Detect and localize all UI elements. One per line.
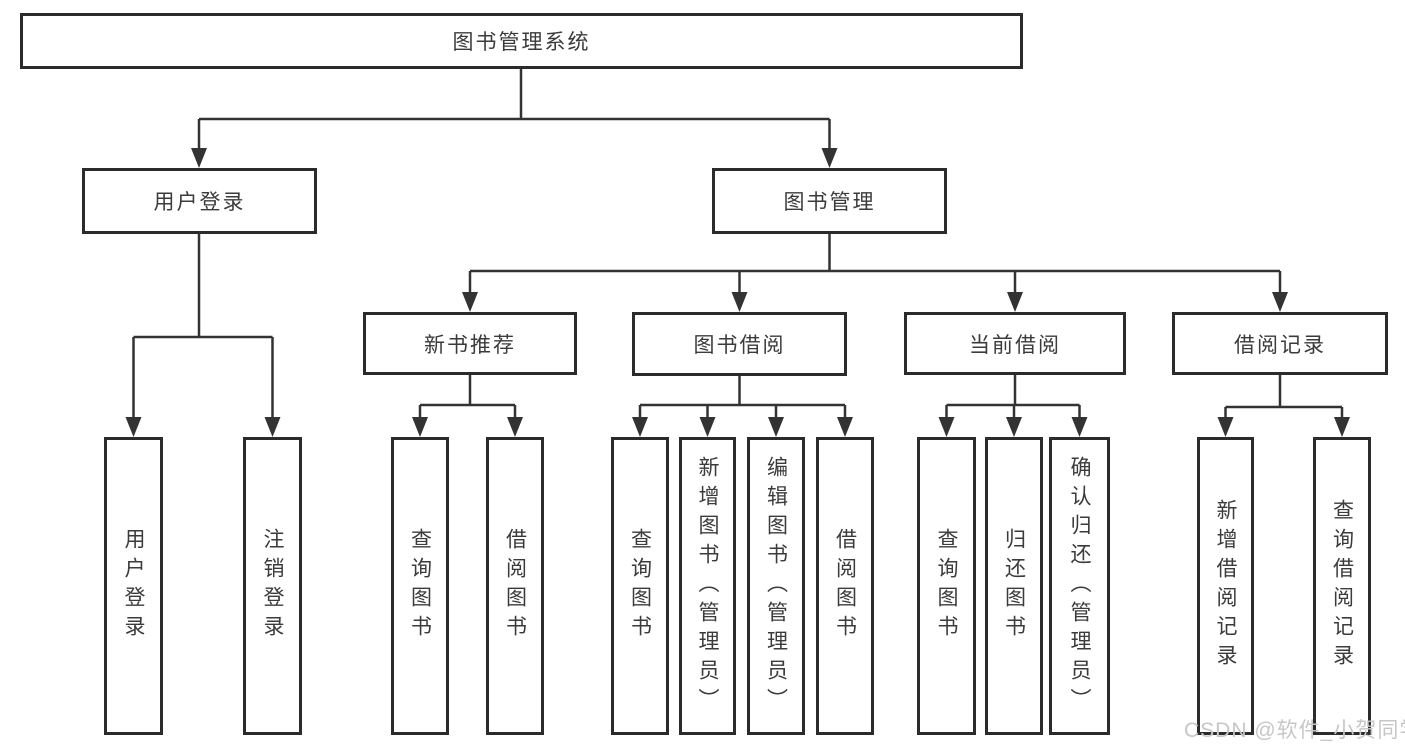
node-leaf-return-book: 归还图书 xyxy=(985,437,1043,735)
arrowheads xyxy=(125,148,1350,437)
node-leaf-borrow-books-1: 借阅图书 xyxy=(486,437,544,735)
node-user-login: 用户登录 xyxy=(82,168,317,234)
node-leaf-add-borrow-record: 新增借阅记录 xyxy=(1197,437,1254,735)
node-new-book-recommendation: 新书推荐 xyxy=(363,312,577,375)
node-label: 新增图书（管理员） xyxy=(696,455,719,717)
node-library-management-system: 图书管理系统 xyxy=(20,13,1023,69)
node-label: 图书借阅 xyxy=(693,334,786,357)
arrowhead xyxy=(632,417,648,437)
node-current-borrowing: 当前借阅 xyxy=(904,312,1126,375)
node-label: 归还图书 xyxy=(1002,528,1026,644)
arrowhead xyxy=(821,148,838,168)
node-leaf-confirm-return-admin: 确认归还（管理员） xyxy=(1049,437,1110,735)
node-label: 用户登录 xyxy=(122,528,145,644)
node-label: 图书管理 xyxy=(783,191,876,214)
node-book-borrowing: 图书借阅 xyxy=(632,312,847,376)
csdn-watermark: CSDN @软件_小贺同学 xyxy=(1184,719,1405,742)
node-leaf-query-books-3: 查询图书 xyxy=(917,437,976,735)
node-leaf-query-books-2: 查询图书 xyxy=(611,437,669,735)
arrowhead xyxy=(837,417,853,437)
arrowhead xyxy=(938,417,955,437)
node-label: 查询图书 xyxy=(935,528,958,644)
arrowhead xyxy=(462,292,478,312)
arrowhead xyxy=(1217,417,1234,437)
node-borrowing-records: 借阅记录 xyxy=(1172,312,1388,375)
node-label: 图书管理系统 xyxy=(452,31,591,54)
arrowhead xyxy=(768,417,784,437)
node-label: 查询借阅记录 xyxy=(1330,499,1354,673)
node-label: 注销登录 xyxy=(261,528,284,644)
arrowhead xyxy=(264,417,281,437)
arrowhead xyxy=(507,417,523,437)
node-label: 新书推荐 xyxy=(424,333,516,357)
node-leaf-logout: 注销登录 xyxy=(243,437,302,735)
node-leaf-query-borrow-record: 查询借阅记录 xyxy=(1313,437,1371,735)
node-label: 新增借阅记录 xyxy=(1214,499,1237,673)
node-label: 确认归还（管理员） xyxy=(1068,455,1091,717)
node-leaf-query-books-1: 查询图书 xyxy=(391,437,449,735)
node-label: 编辑图书（管理员） xyxy=(764,455,788,717)
node-leaf-edit-book-admin: 编辑图书（管理员） xyxy=(747,437,805,735)
arrowhead xyxy=(699,417,716,437)
node-label: 当前借阅 xyxy=(969,333,1061,357)
arrowhead xyxy=(1006,417,1022,437)
arrowhead xyxy=(412,417,428,437)
arrowhead xyxy=(1071,417,1088,437)
node-book-management: 图书管理 xyxy=(712,168,947,234)
node-label: 查询图书 xyxy=(628,528,652,644)
node-label: 用户登录 xyxy=(153,191,246,214)
node-leaf-add-book-admin: 新增图书（管理员） xyxy=(679,437,736,735)
node-label: 借阅图书 xyxy=(833,528,857,644)
arrowhead xyxy=(731,292,748,312)
connector-path xyxy=(132,69,1344,419)
node-leaf-borrow-books-2: 借阅图书 xyxy=(816,437,874,735)
arrowhead xyxy=(1334,417,1350,437)
node-leaf-user-login: 用户登录 xyxy=(104,437,163,735)
arrowhead xyxy=(125,417,142,437)
arrowhead xyxy=(1272,292,1288,312)
node-label: 借阅图书 xyxy=(503,528,527,644)
arrowhead xyxy=(1007,292,1023,312)
node-label: 查询图书 xyxy=(408,528,432,644)
node-label: 借阅记录 xyxy=(1234,333,1326,357)
arrowhead xyxy=(191,148,207,168)
